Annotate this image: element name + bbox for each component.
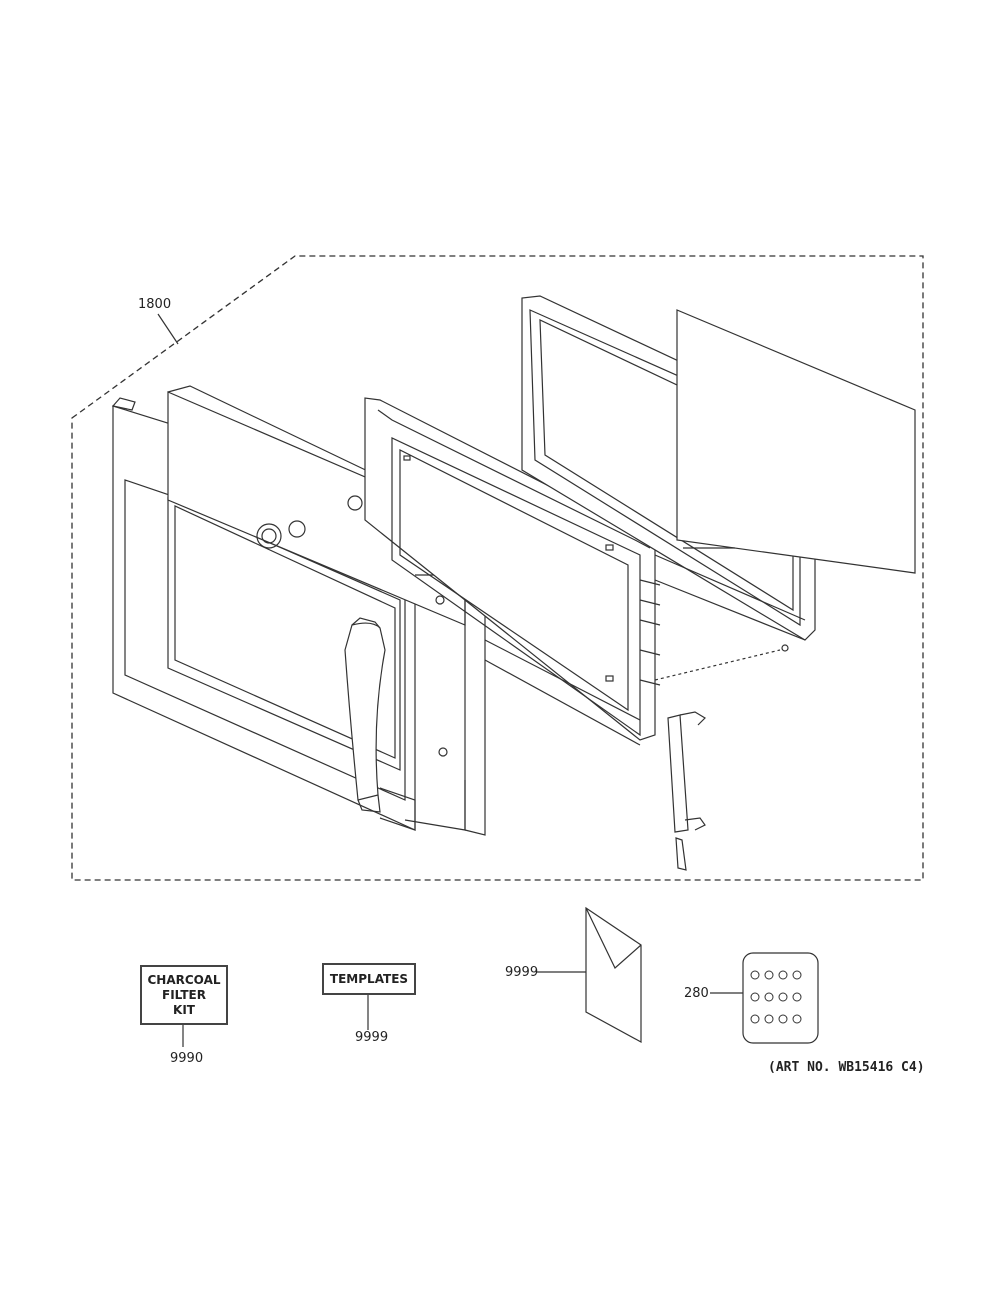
- callout-9999-templates: 9999: [355, 1030, 389, 1045]
- door-glass: [676, 309, 916, 574]
- screw-pack-bag: [710, 952, 819, 1044]
- templates-box: TEMPLATES: [322, 963, 416, 995]
- leader-1800: [157, 313, 179, 345]
- door-latch: [667, 711, 706, 871]
- door-middle-frame: [364, 397, 661, 746]
- screw-small: [654, 644, 789, 681]
- envelope-part: [537, 906, 642, 1044]
- charcoal-filter-kit-box: CHARCOAL FILTER KIT: [140, 965, 228, 1025]
- assembly-boundary: [71, 255, 924, 881]
- door-handle: [344, 617, 416, 831]
- callout-9999-envelope: 9999: [505, 965, 539, 980]
- art-number: (ART NO. WB15416 C4): [768, 1060, 925, 1075]
- callout-9990: 9990: [170, 1051, 204, 1066]
- callout-1800: 1800: [138, 297, 172, 312]
- callout-280: 280: [684, 986, 709, 1001]
